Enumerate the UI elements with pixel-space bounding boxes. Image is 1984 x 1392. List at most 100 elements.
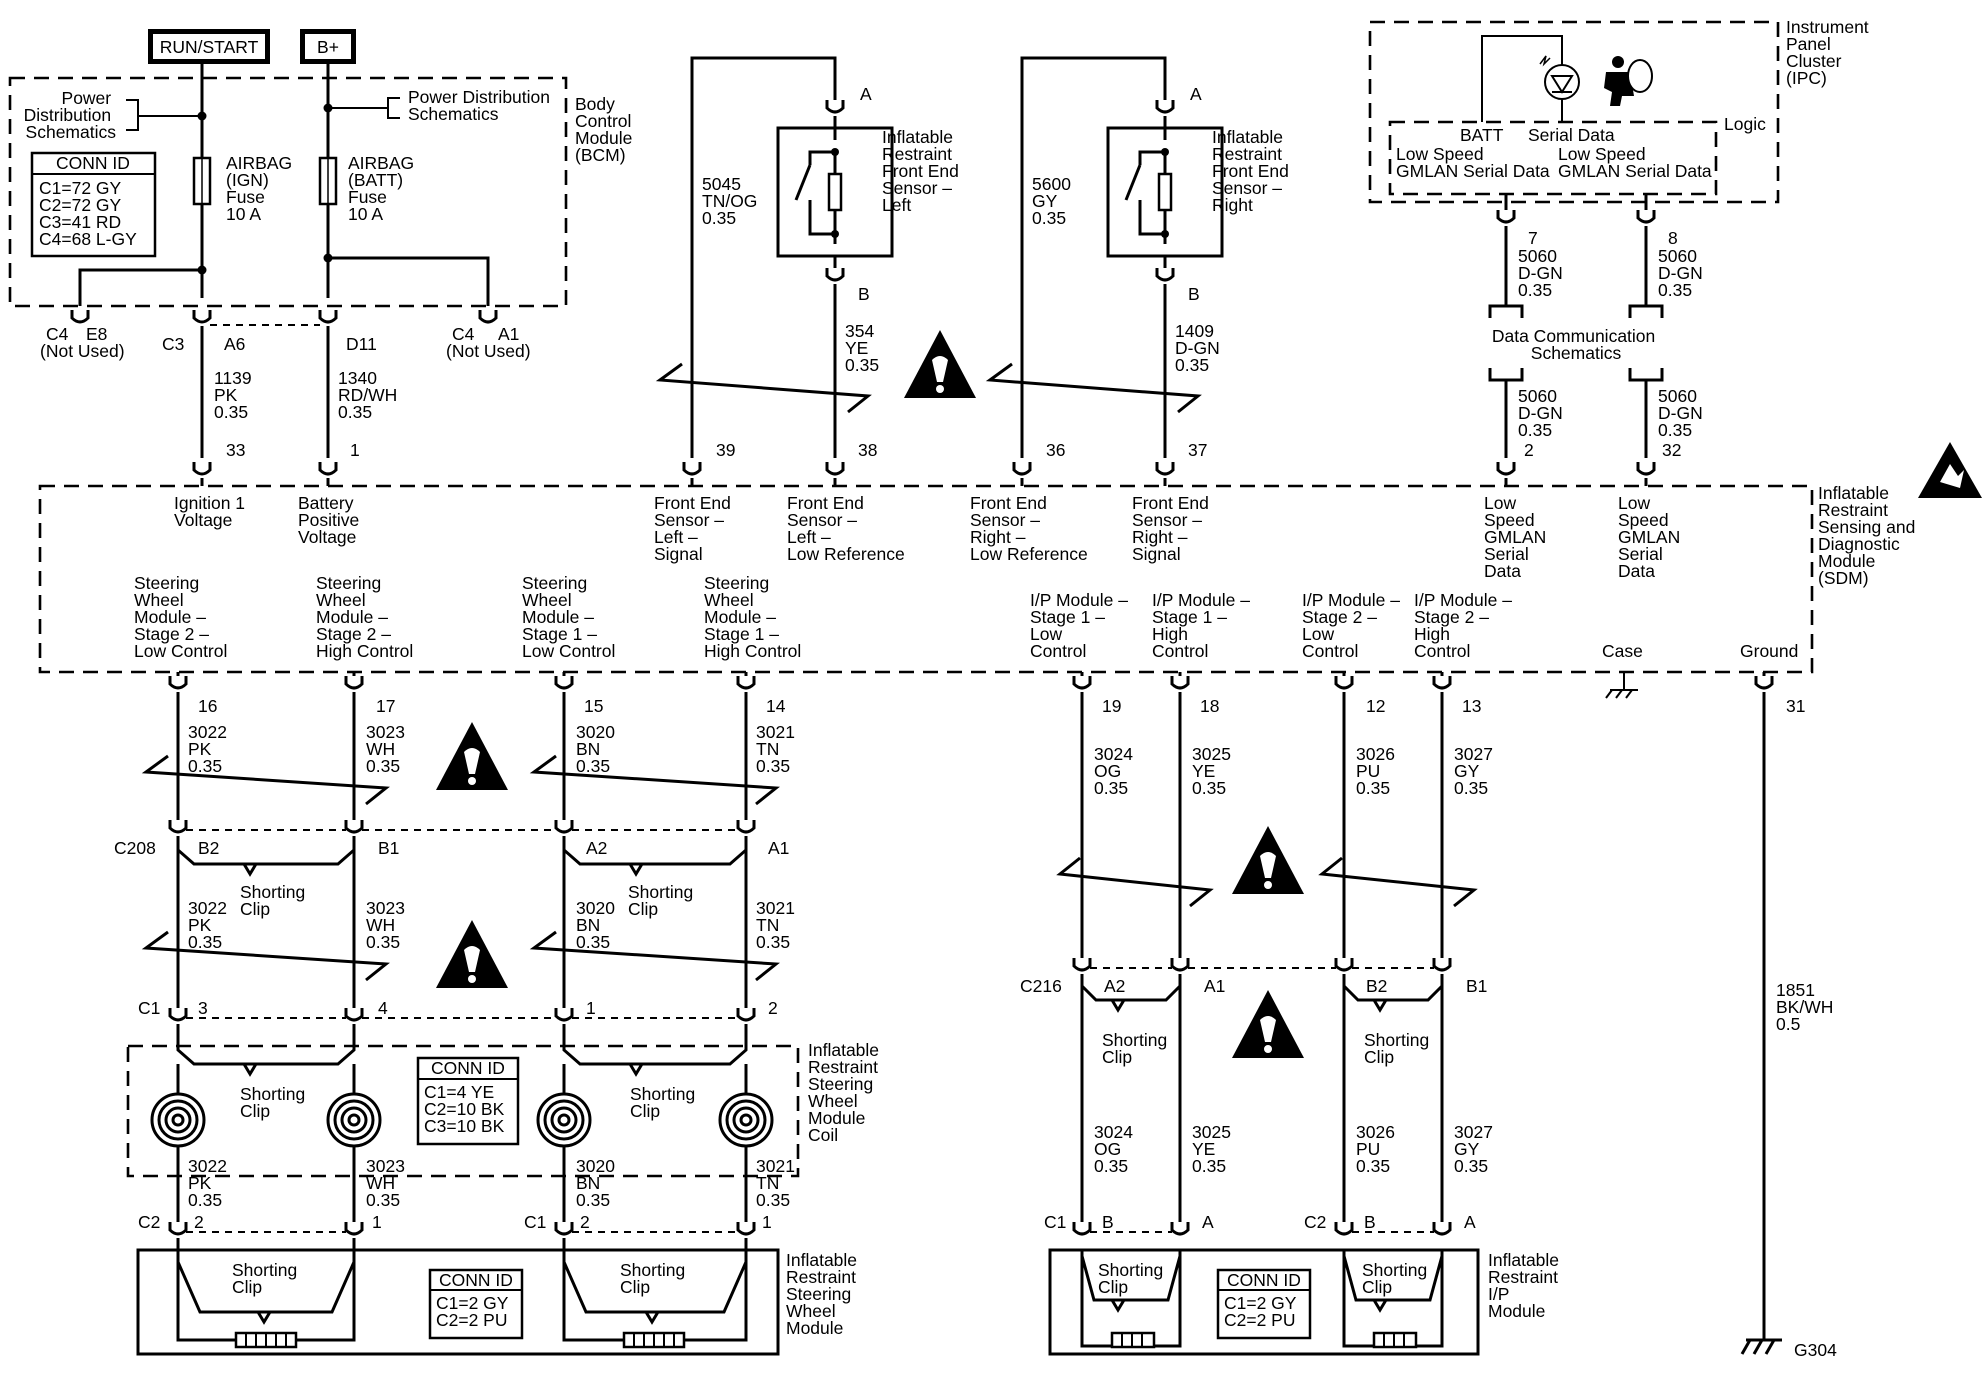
case-ground-icon bbox=[1605, 672, 1638, 699]
bcm-pin-e8: E8 bbox=[86, 324, 107, 344]
sdm-top-terminals bbox=[192, 462, 1656, 486]
sdm-pin-1: 1 bbox=[350, 440, 360, 460]
sdm-pin-15: 15 bbox=[584, 696, 603, 716]
ipc-pin-8: 8 bbox=[1668, 228, 1678, 248]
steering-module-label: Inflatable Restraint Steering Wheel Modu… bbox=[786, 1250, 862, 1338]
c216-pin-b2: B2 bbox=[1366, 976, 1387, 996]
module-c1-pin-1: 1 bbox=[762, 1212, 772, 1232]
ipc-logic-label: Logic bbox=[1724, 114, 1766, 134]
ip-c1-pin-a: A bbox=[1202, 1212, 1214, 1232]
bcm-label: Body Control Module (BCM) bbox=[575, 94, 637, 165]
ipc-gmlan-right: Low Speed GMLAN Serial Data bbox=[1558, 144, 1712, 181]
bcm-c4-left-label: C4 bbox=[46, 324, 69, 344]
steering-wires-lower bbox=[176, 1146, 748, 1222]
module-c2-label: C2 bbox=[138, 1212, 160, 1232]
ip-c2-label: C2 bbox=[1304, 1212, 1326, 1232]
ip-wires-lower bbox=[1080, 974, 1444, 1222]
power-dist-right-label: Power Distribution Schematics bbox=[408, 87, 555, 124]
c208-label: C208 bbox=[114, 838, 156, 858]
clockspring-coil-icon bbox=[536, 1092, 592, 1148]
steering-coil-box bbox=[126, 1044, 800, 1178]
run-start-box: RUN/START bbox=[148, 29, 270, 64]
coil-label: Inflatable Restraint Steering Wheel Modu… bbox=[808, 1040, 884, 1145]
coil-c1-pin-4: 4 bbox=[378, 998, 388, 1018]
esd-warning-icon bbox=[1918, 442, 1982, 498]
wire-1139-label: 1139 PK 0.35 bbox=[214, 368, 257, 422]
module-c1-pin-2: 2 bbox=[580, 1212, 590, 1232]
c208-pin-a2: A2 bbox=[586, 838, 607, 858]
bcm-c4-right-label: C4 bbox=[452, 324, 475, 344]
sdm-box bbox=[38, 484, 1814, 674]
c208-connector bbox=[168, 820, 756, 877]
left-sensor-pin-a: A bbox=[860, 84, 872, 104]
svg-text:CONN ID: CONN ID bbox=[1227, 1270, 1301, 1290]
b-plus-box: B+ bbox=[300, 29, 356, 64]
bcm-box bbox=[8, 76, 568, 308]
module-c2-pin-1: 1 bbox=[372, 1212, 382, 1232]
svg-text:CONN ID: CONN ID bbox=[439, 1270, 513, 1290]
module-c2-c1-connectors bbox=[168, 1222, 756, 1236]
warning-icon bbox=[436, 920, 508, 988]
ip-module-internals bbox=[1080, 1248, 1444, 1349]
sdm-label: Inflatable Restraint Sensing and Diagnos… bbox=[1818, 483, 1920, 588]
sdm-sig-case: Case bbox=[1602, 641, 1643, 661]
left-sensor-internals bbox=[794, 128, 843, 244]
svg-text:Data Communication Schem: Data Communication Schematics bbox=[1492, 326, 1660, 363]
coil-c1-pin-3: 3 bbox=[198, 998, 208, 1018]
sdm-pin-12: 12 bbox=[1366, 696, 1385, 716]
fuse-batt-label: AIRBAG (BATT) Fuse 10 A bbox=[348, 153, 419, 224]
bcm-not-used-right: (Not Used) bbox=[446, 341, 531, 361]
sdm-pin-16: 16 bbox=[198, 696, 217, 716]
ground-icon bbox=[1740, 1338, 1782, 1355]
data-communication-ref: Data Communication Schematics bbox=[1488, 304, 1664, 382]
b-plus-label: B+ bbox=[317, 37, 339, 57]
ip-module-label: Inflatable Restraint I/P Module bbox=[1488, 1250, 1564, 1321]
sdm-pin-38: 38 bbox=[858, 440, 877, 460]
steering-module-internals bbox=[176, 1238, 748, 1349]
ip-c2-pin-b: B bbox=[1364, 1212, 1376, 1232]
ipc-box bbox=[1368, 20, 1780, 204]
bcm-pin-a6: A6 bbox=[224, 334, 245, 354]
wire-5600-label: 5600 GY 0.35 bbox=[1032, 174, 1076, 228]
fuse-ign-label: AIRBAG (IGN) Fuse 10 A bbox=[226, 153, 297, 224]
wire-5060-2-label: 5060 D-GN 0.35 bbox=[1518, 386, 1568, 440]
sdm-pin-39: 39 bbox=[716, 440, 735, 460]
ip-c1-pin-b: B bbox=[1102, 1212, 1114, 1232]
steering-wheel-module bbox=[136, 1248, 780, 1356]
c208-pin-b2: B2 bbox=[198, 838, 219, 858]
bcm-pin-a1: A1 bbox=[498, 324, 519, 344]
ip-wires bbox=[1080, 692, 1444, 958]
wire-5060-32-label: 5060 D-GN 0.35 bbox=[1658, 386, 1708, 440]
left-sensor-pin-b: B bbox=[858, 284, 870, 304]
clockspring-coil-icon bbox=[326, 1092, 382, 1148]
right-sensor-pin-b: B bbox=[1188, 284, 1200, 304]
svg-text:CONN ID: CONN ID bbox=[56, 153, 130, 173]
right-sensor-label: Inflatable Restraint Front End Sensor – … bbox=[1212, 127, 1294, 215]
wire-1340-label: 1340 RD/WH 0.35 bbox=[338, 368, 402, 422]
ipc-serial-data-label: Serial Data bbox=[1528, 125, 1615, 145]
